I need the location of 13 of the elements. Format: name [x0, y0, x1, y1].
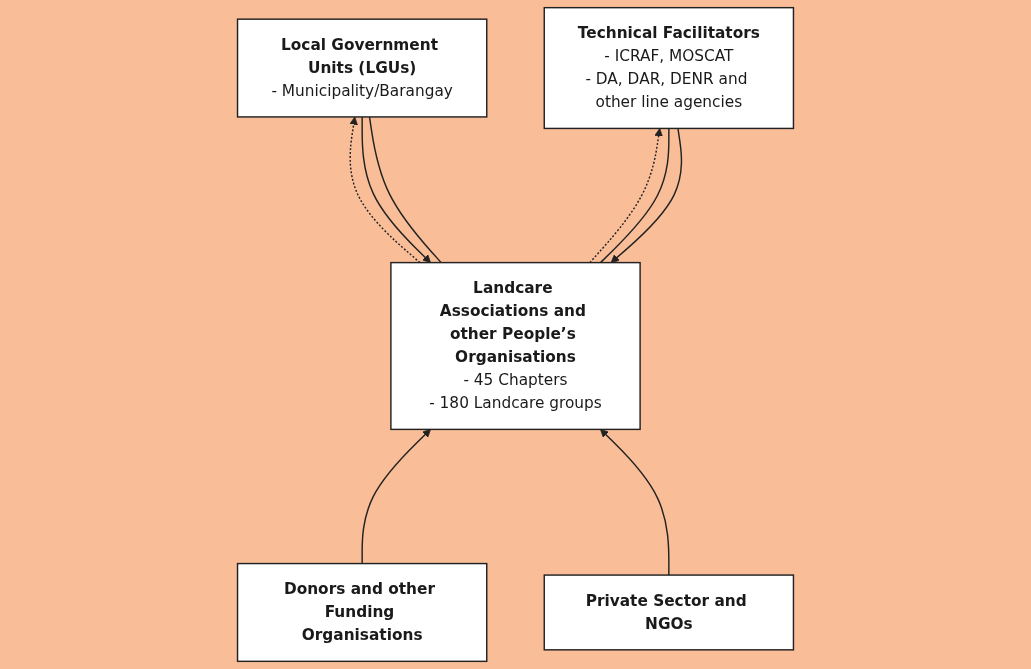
node-box: Landcare Associations and other People’s Organisations - 45 Chapters - 180 Landcare groups — [390, 261, 641, 431]
connector — [599, 127, 670, 264]
arrow — [600, 429, 670, 576]
arrow — [361, 429, 431, 565]
arrow — [610, 127, 683, 263]
node-box: Technical Facilitators - ICRAF, MOSCAT - DA, DAR, DENR and other line agencies — [543, 6, 795, 130]
arrow — [589, 128, 663, 264]
node-box: Local Government Units (LGUs) - Municipality/Barangay — [236, 18, 488, 118]
connector — [368, 116, 442, 264]
node-box: Private Sector and NGOs — [543, 574, 795, 651]
arrow — [361, 116, 431, 263]
node-box: Donors and other Funding Organisations — [236, 562, 488, 663]
arrow — [349, 116, 421, 264]
